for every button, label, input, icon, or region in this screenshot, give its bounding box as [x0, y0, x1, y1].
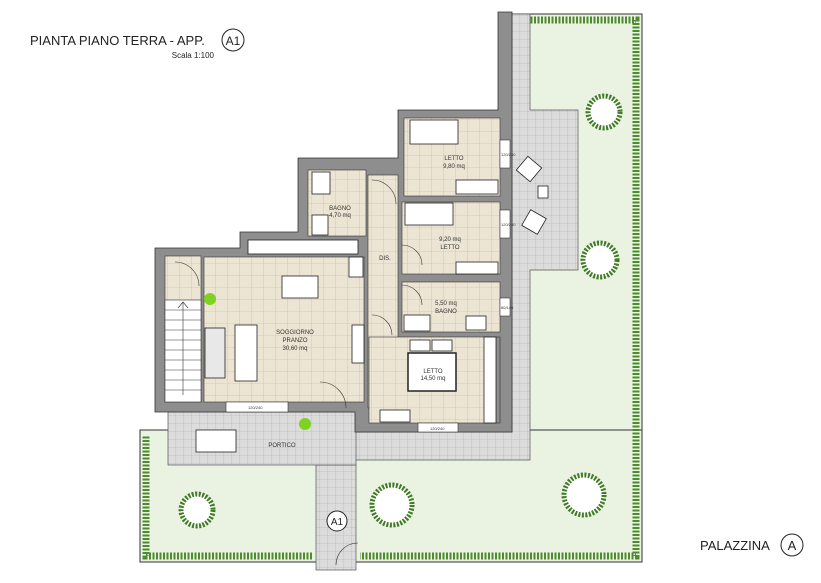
room-name: BAGNO [329, 206, 351, 212]
room-area: 5,50 mq [435, 301, 457, 307]
room-name: PORTICO [268, 443, 296, 449]
unit-badge-label: A1 [226, 34, 241, 48]
location-marker [204, 293, 216, 305]
unit-badge [221, 28, 245, 52]
plan-title: PIANTA PIANO TERRA - APP. [30, 33, 205, 48]
furniture [195, 119, 549, 453]
room-name: LETTO [440, 245, 460, 251]
tree-icon [585, 93, 623, 131]
room-name: LETTO [423, 369, 443, 375]
tree-icon [580, 240, 620, 280]
window-label: 80/140 [501, 305, 514, 310]
tree-icon [369, 482, 415, 528]
building-badge-label: A [788, 538, 797, 553]
building-badge [780, 533, 804, 557]
room-labels: LETTO 9,80 mq BAGNO 4,70 mq 9,20 mq LETT… [268, 156, 464, 449]
tree-icon [178, 491, 216, 529]
window-label: 120/240 [501, 152, 516, 157]
room-name: SOGGIORNO [276, 330, 314, 336]
window-label: 120/240 [248, 405, 263, 410]
trees [178, 93, 623, 529]
windows [225, 139, 511, 433]
window-label: 120/240 [501, 222, 516, 227]
plan-scale: Scala 1:100 [172, 51, 215, 60]
window-label: 120/240 [430, 426, 445, 431]
room-name: BAGNO [435, 309, 457, 315]
entrance-badge [326, 510, 348, 532]
room-area: 30,60 mq [282, 346, 307, 352]
building-label: PALAZZINA [700, 538, 770, 553]
room-name: LETTO [444, 156, 464, 162]
room-area: 14,50 mq [420, 376, 445, 382]
room-name: DIS. [379, 256, 391, 262]
room-area: 4,70 mq [329, 213, 351, 219]
staircase [164, 299, 202, 403]
room-area: 9,80 mq [443, 164, 465, 170]
room-area: 9,20 mq [439, 237, 461, 243]
window-labels: 120/240 120/240 80/140 120/240 120/240 [248, 152, 516, 431]
entrance-badge-label: A1 [331, 517, 344, 528]
tree-icon [561, 472, 607, 518]
location-marker [299, 418, 311, 430]
room-name-2: PRANZO [282, 338, 307, 344]
doors [174, 179, 423, 566]
